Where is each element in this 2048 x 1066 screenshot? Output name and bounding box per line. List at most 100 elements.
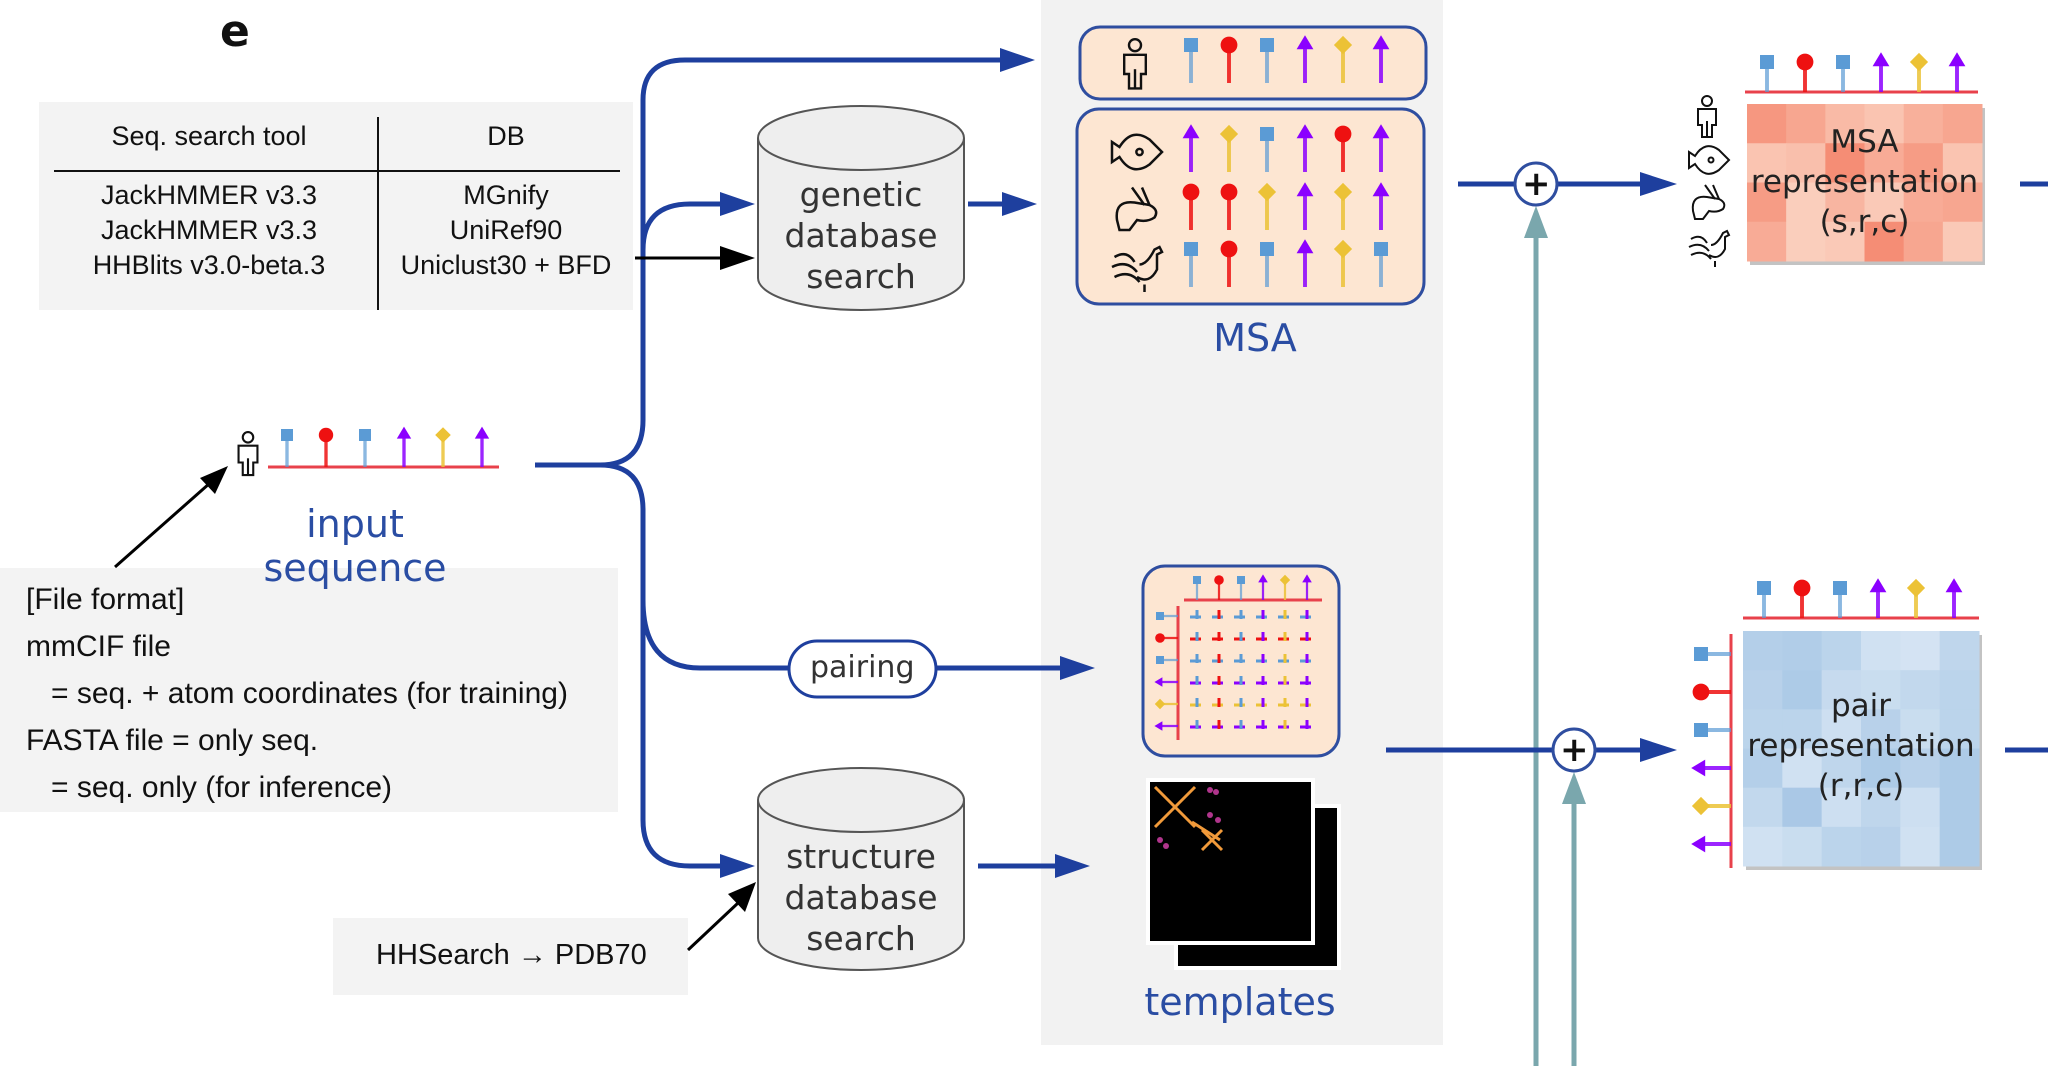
teal-arrowhead <box>1524 206 1548 238</box>
table-cell: JackHMMER v3.3 <box>100 215 318 245</box>
table-header-db: DB <box>487 121 525 151</box>
heatmap-cell <box>1942 221 1983 262</box>
pair-cell <box>1212 698 1223 707</box>
heatmap-cell <box>1782 826 1823 867</box>
arrowhead-black <box>720 246 755 270</box>
residue-square-blue-icon <box>1156 612 1178 620</box>
pair-cell <box>1212 610 1223 619</box>
structure-search-note: HHSearch → PDB70 <box>333 918 688 995</box>
residue-arrow-purple-icon <box>1691 759 1731 777</box>
heatmap-cell <box>1786 143 1826 183</box>
pair-plus-circle <box>1551 727 1597 773</box>
table-cell: HHBlits v3.0-beta.3 <box>92 250 326 280</box>
pair-rep-line: representation <box>1747 728 1975 764</box>
table-cell: UniRef90 <box>449 215 563 245</box>
heatmap-cell <box>1942 182 1983 223</box>
heatmap-cell <box>1942 143 1983 183</box>
fish-icon <box>1110 133 1164 171</box>
pair-cell <box>1212 720 1223 729</box>
heatmap-cell <box>1903 221 1944 262</box>
heatmap-cell <box>1825 221 1865 262</box>
residue-circle-red-icon <box>1182 183 1200 230</box>
heatmap-cell <box>1782 631 1823 671</box>
rabbit-icon <box>1115 186 1158 232</box>
pair-cell <box>1256 654 1267 663</box>
pair-cell <box>1256 632 1267 641</box>
pair-cell <box>1256 720 1267 729</box>
heatmap-cell <box>1861 670 1901 710</box>
residue-circle-red-icon <box>1220 240 1238 287</box>
pair-rep-line: pair <box>1830 688 1892 724</box>
branch-to-pairing-connector <box>640 599 790 671</box>
heatmap-cell <box>1743 826 1783 867</box>
heatmap-cell <box>1864 182 1905 223</box>
heatmap-cell <box>1743 670 1783 710</box>
pair-representation-label: pair representation (r,r,c) <box>1743 686 1979 806</box>
genetic-db-line: database <box>784 216 938 255</box>
genetic-db-label: genetic database search <box>758 174 964 297</box>
msa-rep-line: MSA <box>1830 124 1899 160</box>
heatmap-cell <box>1747 221 1787 262</box>
residue-arrow-purple-icon <box>1154 721 1178 731</box>
heatmap-cell <box>1864 143 1905 183</box>
structure-db-line: database <box>784 878 938 917</box>
heatmap-cell <box>1747 143 1787 183</box>
residue-glyphs <box>268 35 1979 868</box>
pair-representation-heatmap <box>1743 631 1982 870</box>
arrowhead <box>1000 48 1035 72</box>
residue-arrow-purple-icon <box>1154 677 1178 687</box>
residue-square-blue-icon <box>1757 581 1771 618</box>
heatmap-cell <box>1942 104 1983 144</box>
residue-square-blue-icon <box>1193 576 1201 600</box>
pair-cell <box>1300 720 1311 729</box>
msa-representation-label: MSA representation (s,r,c) <box>1747 122 1982 242</box>
note-line: mmCIF file <box>26 630 171 663</box>
residue-diamond-yellow-icon <box>435 427 451 467</box>
heatmap-cell <box>1743 709 1783 749</box>
structure-db-line: search <box>806 919 916 958</box>
structure-db-cylinder <box>757 767 965 971</box>
residue-square-blue-icon <box>1184 38 1198 83</box>
residue-square-blue-icon <box>1184 242 1198 287</box>
arrowhead <box>1640 172 1677 196</box>
msa-rep-line: (s,r,c) <box>1819 204 1910 240</box>
heatmap-cell <box>1821 787 1862 828</box>
pair-cell <box>1300 676 1311 685</box>
pair-cell <box>1234 610 1245 619</box>
input-to-branch-connector <box>535 57 1025 468</box>
table-header-tool: Seq. search tool <box>111 121 307 151</box>
structure-db-label: structure database search <box>758 836 964 959</box>
residue-arrow-purple-icon <box>1872 52 1890 92</box>
heatmap-cell <box>1743 631 1783 671</box>
file-format-note: [File format] mmCIF file = seq. + atom c… <box>0 568 618 812</box>
pair-rep-line: (r,r,c) <box>1817 768 1905 804</box>
heatmap-cell <box>1903 104 1944 144</box>
residue-circle-red-icon <box>1793 579 1811 618</box>
heatmap-cell <box>1825 143 1865 183</box>
table-body-tools: JackHMMER v3.3 JackHMMER v3.3 HHBlits v3… <box>39 178 379 283</box>
table-header-rule <box>54 170 620 172</box>
pair-cell <box>1234 720 1245 729</box>
residue-square-blue-icon <box>359 429 371 467</box>
table-cell: JackHMMER v3.3 <box>100 180 318 210</box>
search-tool-table: Seq. search tool DB JackHMMER v3.3 JackH… <box>39 102 633 310</box>
pair-cell <box>1234 676 1245 685</box>
residue-square-blue-icon <box>1260 38 1274 83</box>
residue-diamond-yellow-icon <box>1279 574 1291 600</box>
pair-cell <box>1234 654 1245 663</box>
pair-cell <box>1278 698 1289 707</box>
pair-cell <box>1278 654 1289 663</box>
msa-representation-heatmap <box>1747 104 1985 265</box>
heatmap-cell <box>1782 748 1823 789</box>
heatmap-cell <box>1861 709 1901 749</box>
residue-square-blue-icon <box>1760 55 1774 92</box>
human-icon <box>1697 95 1717 138</box>
pair-cell <box>1300 632 1311 641</box>
heatmap-cell <box>1939 748 1980 789</box>
msa-plus-symbol: + <box>1522 164 1551 204</box>
heatmap-cell <box>1861 748 1901 789</box>
heatmap-cell <box>1939 709 1980 749</box>
heatmap-cell <box>1861 631 1901 671</box>
heatmap-cell <box>1743 748 1783 789</box>
residue-circle-red-icon <box>1334 125 1352 172</box>
